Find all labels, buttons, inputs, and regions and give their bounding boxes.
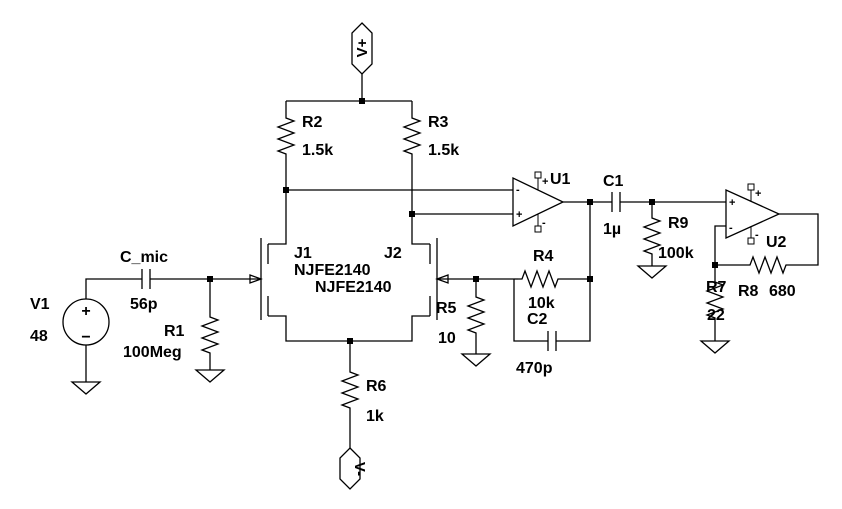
r7-value-label: 22 <box>707 307 725 324</box>
j1-value-label: NJFE2140 <box>294 262 371 279</box>
r1-ref-label: R1 <box>164 323 185 340</box>
supply-label-positive: V+ <box>354 38 371 57</box>
r6-value-label: 1k <box>366 408 384 425</box>
ground-icon <box>194 369 226 383</box>
resistor-r4: R4 10k <box>518 248 566 312</box>
r2-value-label: 1.5k <box>302 142 333 159</box>
resistor-r6: R6 1k <box>340 364 387 425</box>
junctions <box>207 98 718 344</box>
r8-value-label: 680 <box>769 283 796 300</box>
r6-ref-label: R6 <box>366 378 387 395</box>
resistor-r9: R9 100k <box>642 212 694 262</box>
u1-supply-pin <box>534 225 542 233</box>
capacitor-c1: C1 1µ <box>603 173 624 238</box>
r8-ref-label: R8 <box>738 283 759 300</box>
opamp-u1: - + + - U1 <box>512 171 571 233</box>
r7-ref-label: R7 <box>706 279 727 296</box>
u1-supply-plus-mark: + <box>542 176 548 188</box>
r1-value-label: 100Meg <box>123 344 182 361</box>
u2-supply-pin <box>747 183 755 191</box>
junction-dot <box>649 199 655 205</box>
c-mic-value-label: 56p <box>130 296 158 313</box>
resistor-r8: R8 680 <box>738 255 796 300</box>
ground-symbols <box>70 265 731 395</box>
r9-ref-label: R9 <box>668 215 689 232</box>
u2-plus-input-mark: + <box>729 197 735 209</box>
c1-ref-label: C1 <box>603 173 624 190</box>
resistor-r5: R5 10 <box>436 290 486 347</box>
v1-minus-sign: − <box>81 329 90 346</box>
junction-dot <box>359 98 365 104</box>
voltage-source-v1: + − V1 48 <box>30 296 110 346</box>
r3-value-label: 1.5k <box>428 142 459 159</box>
r4-value-label: 10k <box>528 295 555 312</box>
ground-icon <box>636 265 668 279</box>
capacitor-c2: C2 470p <box>516 311 557 377</box>
resistor-r7: R7 22 <box>705 276 727 324</box>
junction-dot <box>712 262 718 268</box>
junction-dot <box>587 199 593 205</box>
j1-ref-label: J1 <box>294 245 312 262</box>
supply-flag-positive: V+ <box>351 22 373 75</box>
junction-dot <box>347 338 353 344</box>
u2-ref-label: U2 <box>766 234 787 251</box>
supply-label-negative: V- <box>351 462 368 476</box>
wires <box>85 74 819 448</box>
u2-supply-plus-mark: + <box>755 188 761 200</box>
supply-flag-negative: V- <box>339 447 368 490</box>
r9-value-label: 100k <box>658 245 694 262</box>
c2-value-label: 470p <box>516 360 553 377</box>
resistor-r1: R1 100Meg <box>123 310 220 361</box>
ground-icon <box>699 340 731 354</box>
r4-ref-label: R4 <box>533 248 554 265</box>
ground-icon <box>70 381 102 395</box>
resistor-r2: R2 1.5k <box>276 111 333 159</box>
u1-supply-pin <box>534 171 542 179</box>
r5-value-label: 10 <box>438 330 456 347</box>
capacitor-c-mic: C_mic 56p <box>120 249 168 313</box>
opamp-u2: + - + - U2 <box>725 183 787 251</box>
u1-ref-label: U1 <box>550 171 571 188</box>
r2-ref-label: R2 <box>302 114 323 131</box>
v1-ref-label: V1 <box>30 296 50 313</box>
junction-dot <box>473 276 479 282</box>
v1-value-label: 48 <box>30 328 48 345</box>
u1-plus-input-mark: + <box>516 209 522 221</box>
junction-dot <box>283 187 289 193</box>
u1-supply-minus-mark: - <box>542 217 546 229</box>
junction-dot <box>207 276 213 282</box>
jfet-j2: J2 NJFE2140 <box>315 238 449 320</box>
v1-plus-sign: + <box>81 303 90 320</box>
junction-dot <box>409 211 415 217</box>
resistor-r3: R3 1.5k <box>402 111 459 159</box>
c2-ref-label: C2 <box>527 311 548 328</box>
c-mic-ref-label: C_mic <box>120 249 168 266</box>
u1-minus-input-mark: - <box>516 184 520 196</box>
j2-ref-label: J2 <box>384 245 402 262</box>
junction-dot <box>587 276 593 282</box>
j2-value-label: NJFE2140 <box>315 279 392 296</box>
r5-ref-label: R5 <box>436 300 457 317</box>
r3-ref-label: R3 <box>428 114 449 131</box>
u2-supply-minus-mark: - <box>755 229 759 241</box>
ground-icon <box>460 353 492 367</box>
jfet-j1: J1 NJFE2140 <box>249 238 371 320</box>
u2-supply-pin <box>747 237 755 245</box>
c1-value-label: 1µ <box>603 221 621 238</box>
u2-minus-input-mark: - <box>729 222 733 234</box>
